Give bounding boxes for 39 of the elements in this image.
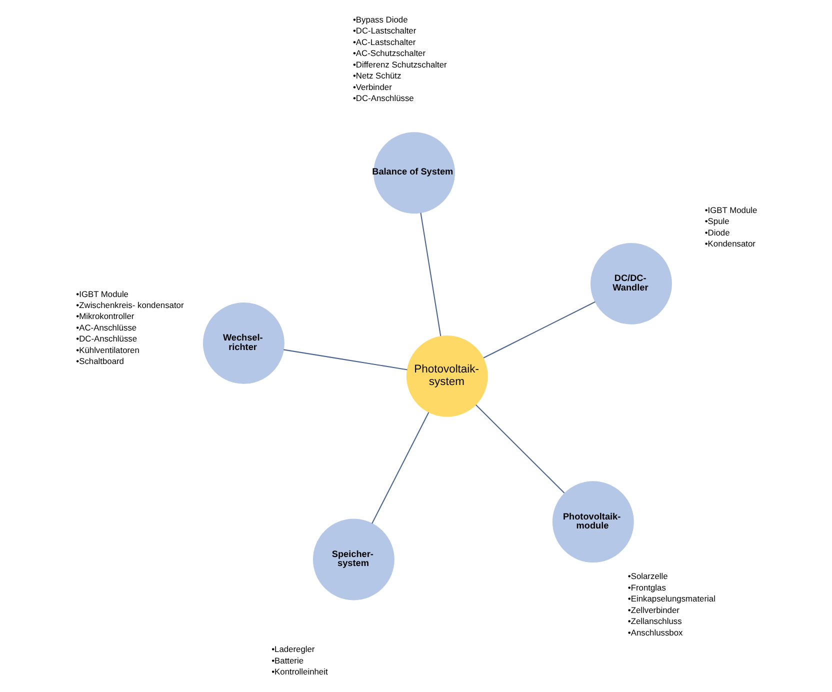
node-circle: Photovoltaik- module [552, 481, 634, 563]
node-label: •Zellverbinder [627, 604, 679, 615]
node-label: •Frontglas [627, 582, 666, 592]
node-label: •Differenz Schutzschalter [352, 59, 446, 70]
node-label: •DC-Lastschalter [352, 26, 416, 36]
node-label: •Batterie [271, 655, 304, 666]
node-label: •IGBT Module [704, 204, 757, 215]
node-label: •DC-Anschlüsse [76, 334, 137, 344]
node-label: •Schaltboard [76, 356, 124, 366]
node-label: •Netz Schütz [352, 70, 401, 81]
node-label: •Mikrokontroller [76, 311, 134, 322]
connector [371, 412, 429, 524]
node-label: •Verbinder [352, 82, 392, 92]
node-label: •Solarzelle [627, 571, 668, 582]
node-label: •AC-Schutzschalter [352, 48, 426, 58]
node-label: •Zwischenkreis- kondensator [76, 300, 184, 310]
node-label: •Kontrolleinheit [271, 666, 328, 677]
node-circle: Speicher- system [312, 518, 394, 600]
node-label: •Einkapselungsmaterial [627, 594, 715, 604]
node-circle: DC/DC- Wandler [590, 242, 672, 324]
node-label: •Anschlussbox [627, 627, 682, 638]
connector [482, 301, 595, 358]
node-label: •AC-Lastschalter [352, 36, 416, 47]
node-label: •Diode [704, 227, 730, 238]
node-circle: Wechsel- richter [202, 302, 284, 384]
node-label: •IGBT Module [76, 288, 128, 299]
connector [420, 212, 441, 336]
node-label: •DC-Anschlüsse [352, 93, 414, 104]
node-circle: Photovoltaik- system [406, 335, 488, 417]
node-label: •Bypass Diode [352, 14, 408, 24]
node-label: •AC-Anschlüsse [76, 322, 136, 332]
node-label: •Kondensator [704, 238, 755, 249]
node-label: •Zellanschluss [627, 616, 682, 626]
connector [475, 404, 564, 494]
node-label: •Kühlventilatoren [76, 344, 139, 355]
connector [283, 349, 407, 370]
node-circle: Balance of System [373, 132, 454, 214]
node-label: •Laderegler [271, 644, 314, 654]
node-label: •Spule [704, 216, 729, 226]
